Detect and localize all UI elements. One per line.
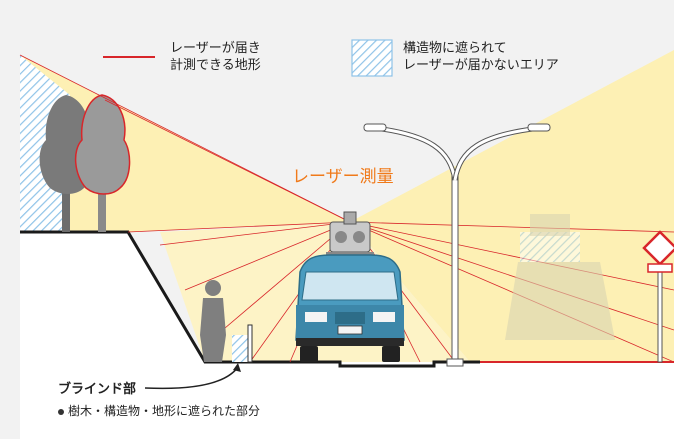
legend-laser-label-line2: 計測できる地形: [170, 58, 261, 73]
road-sign: [642, 230, 674, 363]
fence-post: [232, 324, 253, 363]
legend-laser-label-line1: レーザーが届き: [170, 41, 261, 56]
tree-front: [74, 94, 131, 195]
blind-part-label: ブラインド部: [58, 382, 137, 397]
street-lamp: [363, 123, 551, 367]
trees: [39, 94, 131, 232]
blind-part-arrow-head: [233, 363, 241, 372]
blind-part-arrow: [144, 366, 239, 390]
person-silhouette: [200, 280, 226, 362]
legend-shadow-label: 構造物に遮られて レーザーが届かないエリア: [403, 40, 559, 74]
terrain-profile: [20, 230, 480, 368]
diagram-title: レーザー測量: [292, 167, 394, 187]
legend-shadow-swatch: [351, 39, 393, 77]
shadowed-vehicle: [505, 214, 615, 340]
blind-part-note: 樹木・構造物・地形に遮られた部分: [58, 402, 260, 419]
legend-laser-label: レーザーが届き 計測できる地形: [170, 40, 261, 74]
bullet-dot: [58, 408, 64, 415]
laser-scanner-unit: [329, 211, 371, 253]
legend-shadow-label-line1: 構造物に遮られて: [403, 41, 507, 56]
legend-shadow-label-line2: レーザーが届かないエリア: [403, 58, 559, 73]
survey-vehicle: [295, 252, 405, 362]
blind-part-note-text: 樹木・構造物・地形に遮られた部分: [68, 404, 261, 418]
